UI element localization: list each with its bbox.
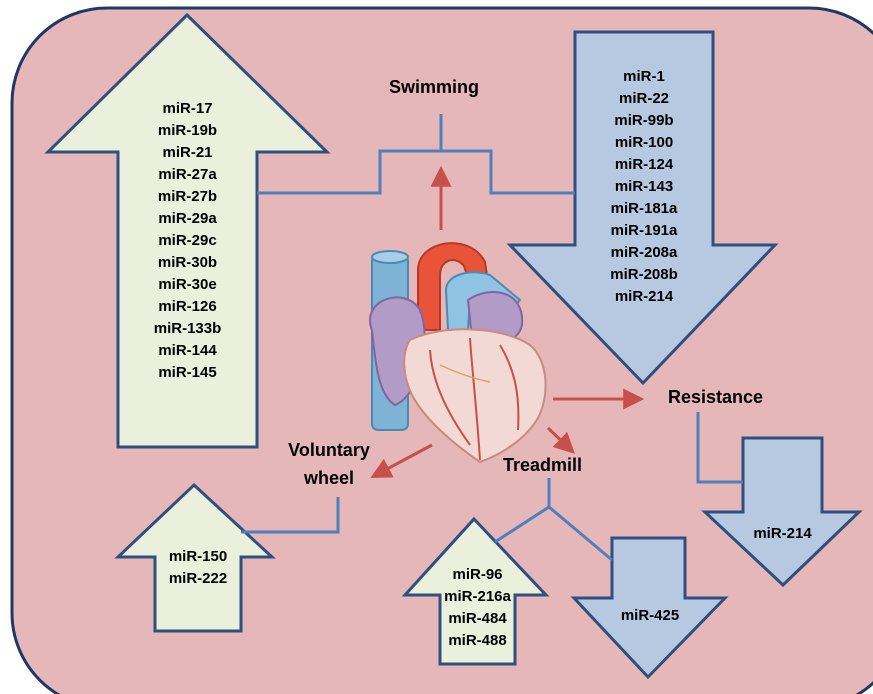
mirna-item: miR-100 [614, 134, 674, 151]
mirna-item: miR-17 [162, 100, 213, 117]
treadmill-down-arrow [570, 536, 729, 680]
mirna-item: miR-191a [610, 222, 678, 239]
mirna-item: miR-144 [158, 342, 217, 359]
arrow-to-voluntary-wheel [370, 443, 433, 478]
swimming-up-mirna-list: miR-17 miR-19b miR-21 miR-27a miR-27b miR-29a… [118, 98, 257, 384]
mirna-item: miR-150 [168, 548, 228, 565]
mirna-item: miR-488 [448, 632, 507, 649]
mirna-item: miR-214 [614, 288, 674, 305]
mirna-item: miR-214 [753, 525, 812, 542]
label-resistance: Resistance [668, 387, 764, 407]
connector-lines [241, 114, 743, 562]
mirna-item: miR-133b [153, 320, 222, 337]
swimming-down-arrow [506, 30, 779, 386]
voluntary-wheel-connector [241, 497, 340, 534]
mirna-item: miR-208a [610, 244, 678, 261]
mirna-item: miR-29a [158, 210, 217, 227]
resistance-connector [696, 412, 743, 484]
mirna-item: miR-21 [162, 144, 213, 161]
treadmill-up-arrow [401, 516, 550, 666]
voluntary-wheel-mirna-list: miR-150 miR-222 [155, 546, 241, 590]
swimming-up-arrow [44, 12, 331, 449]
mirna-item: miR-124 [614, 156, 674, 173]
swimming-connector [257, 149, 575, 195]
label-wheel: wheel [303, 468, 355, 488]
label-treadmill: Treadmill [503, 455, 583, 475]
mirna-item: miR-216a [444, 588, 511, 605]
mirna-item: miR-30e [158, 276, 217, 293]
mirna-item: miR-143 [614, 178, 674, 195]
mirna-item: miR-145 [158, 364, 217, 381]
mirna-item: miR-27b [157, 188, 218, 205]
mirna-item: miR-27a [158, 166, 217, 183]
mirna-item: miR-96 [452, 566, 503, 583]
arrow-to-treadmill [546, 426, 576, 454]
resistance-mirna-list: miR-214 [743, 523, 822, 545]
red-arrows [370, 165, 645, 478]
mirna-item: miR-29c [158, 232, 217, 249]
mirna-item: miR-484 [448, 610, 507, 627]
heart-illustration [369, 242, 547, 464]
mirna-item: miR-126 [158, 298, 217, 315]
voluntary-wheel-up-arrow [114, 482, 276, 633]
label-swimming: Swimming [389, 77, 480, 97]
swimming-down-mirna-list: miR-1 miR-22 miR-99b miR-100 miR-124 miR-143 m… [575, 66, 713, 308]
label-voluntary-wheel: Voluntary wheel [280, 436, 378, 492]
treadmill-down-mirna-list: miR-425 [605, 605, 695, 627]
label-voluntary: Voluntary [288, 440, 370, 460]
treadmill-up-mirna-list: miR-96 miR-216a miR-484 miR-488 [438, 564, 517, 652]
treadmill-branch [494, 505, 613, 562]
mirna-item: miR-30b [157, 254, 218, 271]
mirna-item: miR-208b [610, 266, 678, 283]
mirna-item: miR-222 [168, 570, 228, 587]
mirna-item: miR-1 [623, 68, 665, 85]
mirna-item: miR-425 [620, 607, 680, 624]
mirna-item: miR-99b [614, 112, 674, 129]
mirna-item: miR-19b [157, 122, 218, 139]
mirna-item: miR-181a [610, 200, 678, 217]
resistance-down-arrow [701, 436, 863, 588]
mirna-item: miR-22 [618, 90, 670, 107]
